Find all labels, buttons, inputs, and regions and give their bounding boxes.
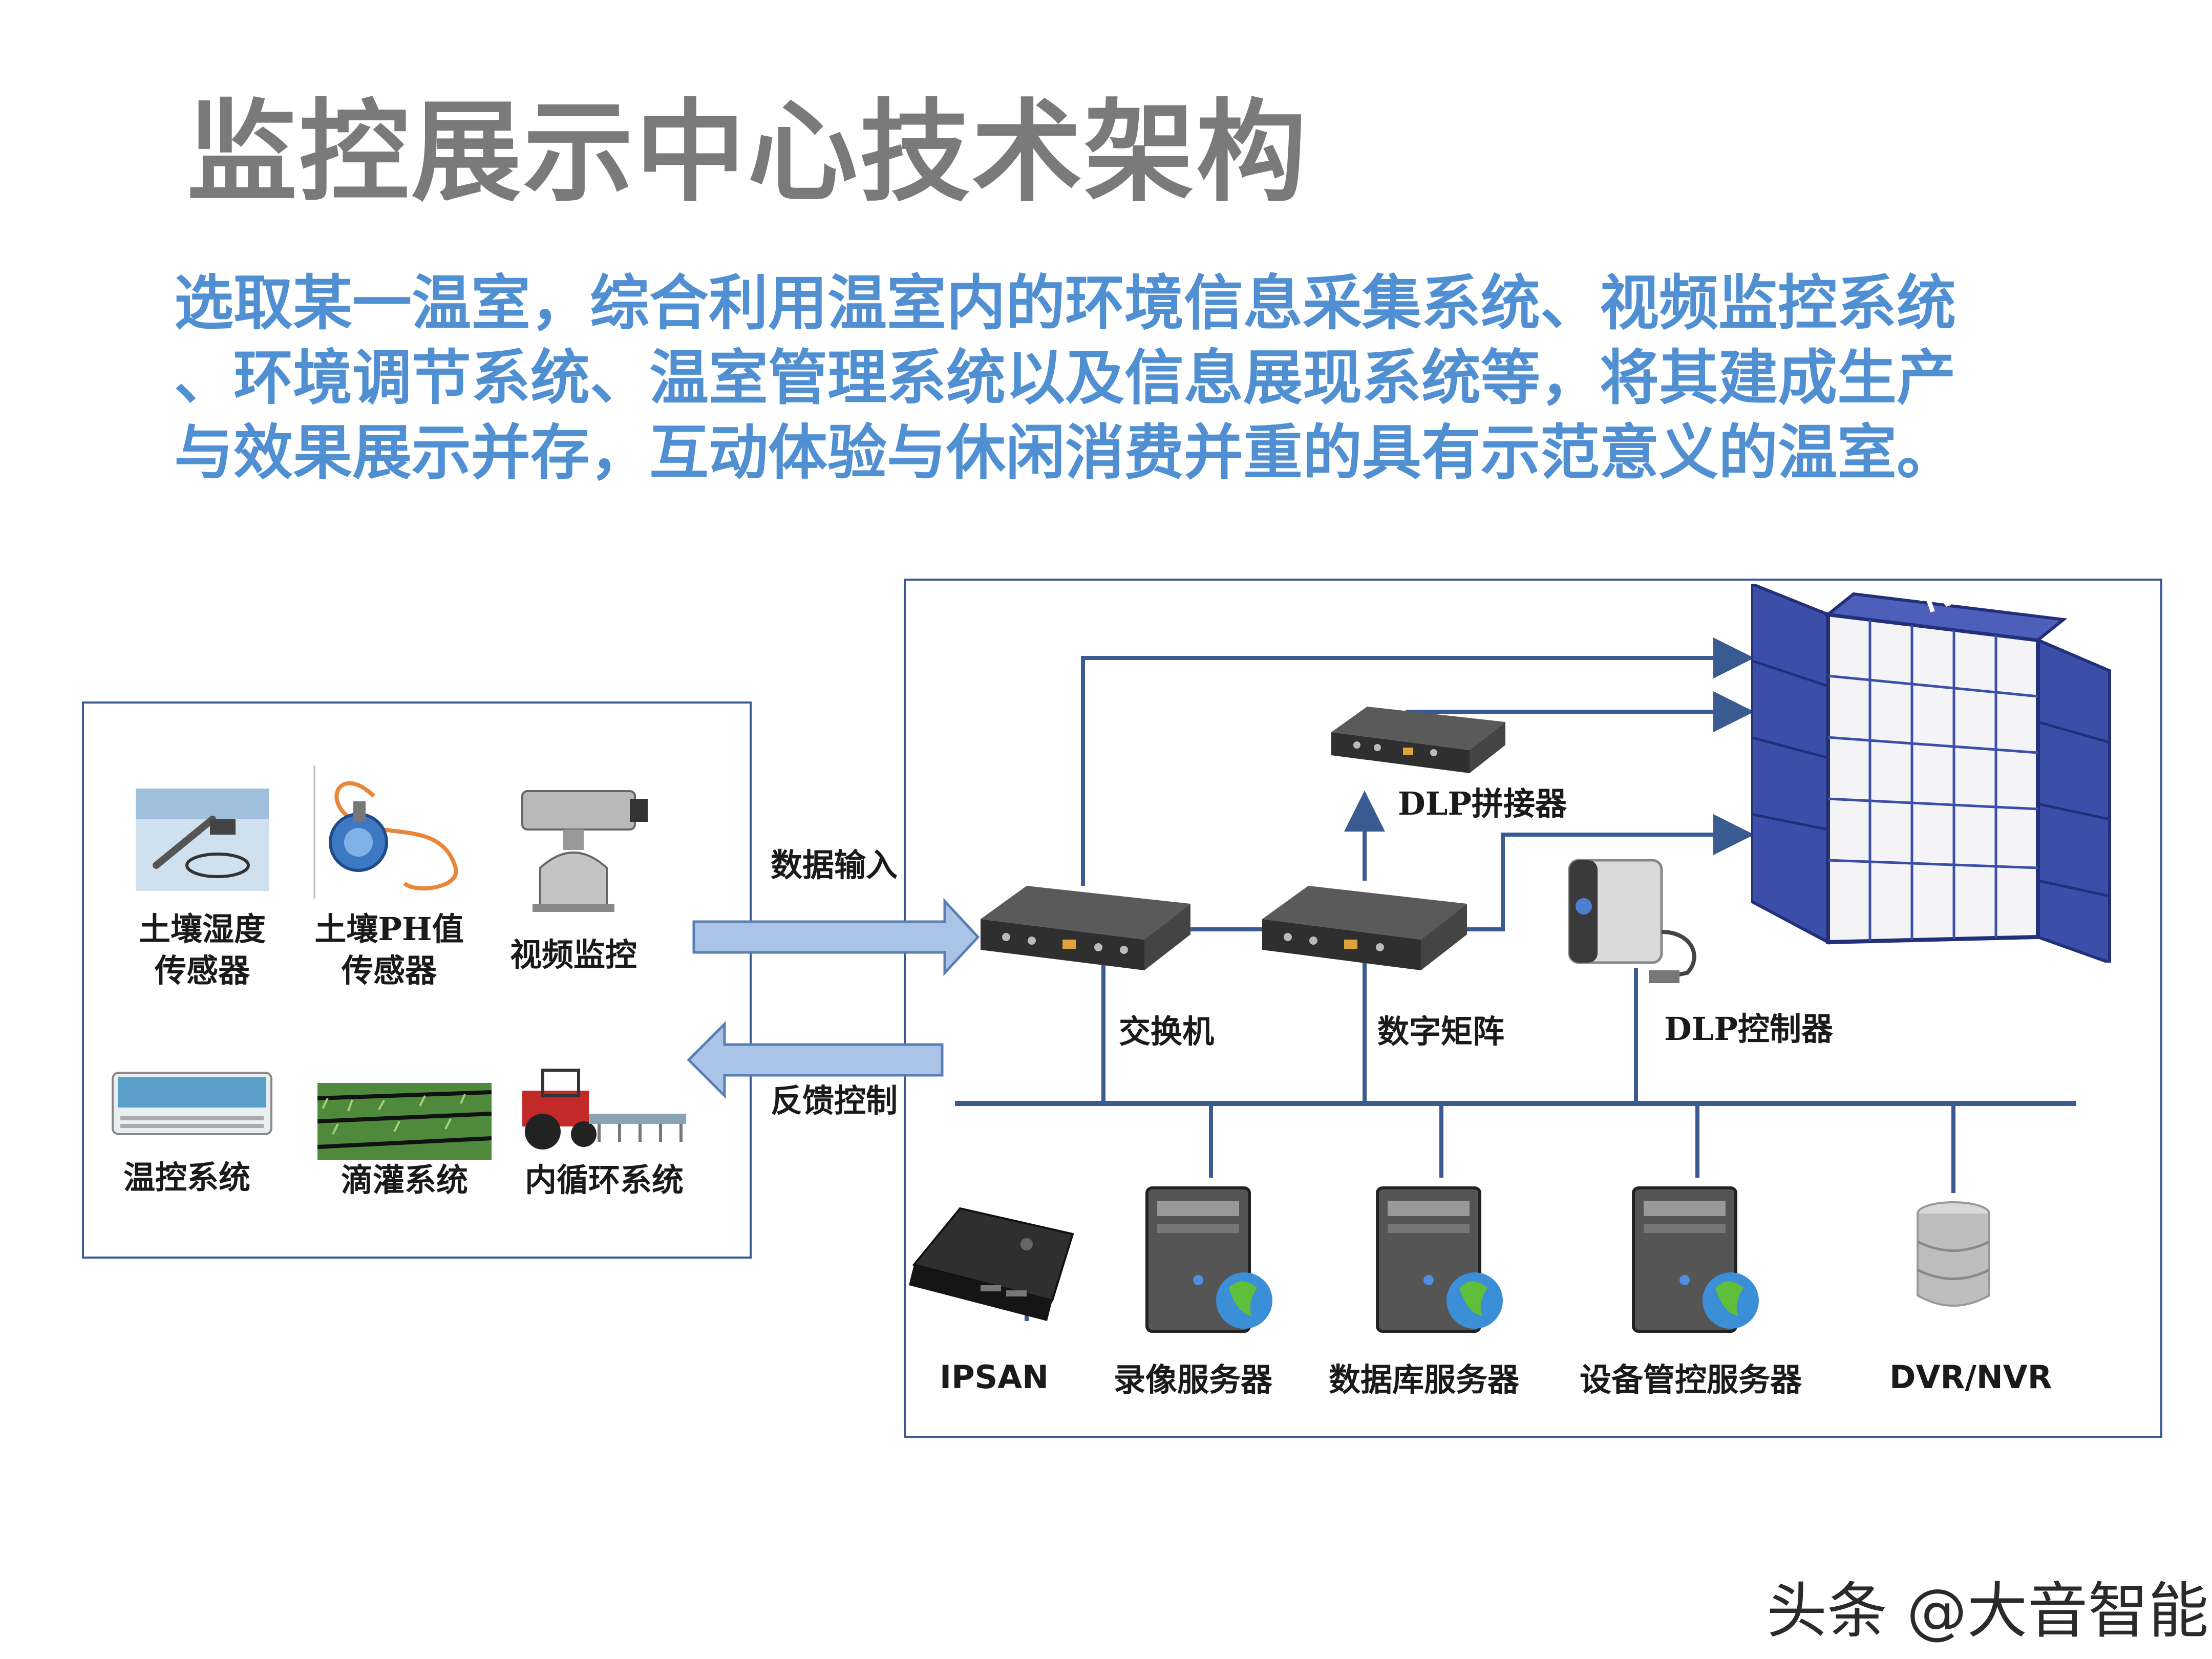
description-line-2: 、环境调节系统、温室管理系统以及信息展现系统等，将其建成生产	[174, 344, 1956, 413]
video-wall-icon: TV	[1751, 584, 2111, 963]
description-line-1: 选取某一温室，综合利用温室内的环境信息采集系统、视频监控系统	[174, 269, 1956, 338]
device-management-server-label: 设备管控服务器	[1580, 1361, 1802, 1398]
recording-server-label: 录像服务器	[1114, 1361, 1273, 1398]
dlp-controller-label: DLP控制器	[1664, 1010, 1833, 1048]
dlp-splicer-label: DLP拼接器	[1398, 785, 1567, 822]
dvr-nvr-icon	[1917, 1201, 1990, 1307]
dvr-nvr-label: DVR/NVR	[1889, 1358, 2052, 1396]
drip-irrigation-label: 滴灌系统	[341, 1161, 468, 1199]
dlp-controller-icon	[1568, 859, 1696, 983]
feedback-arrow	[687, 1020, 944, 1099]
soil-moisture-label: 土壤湿度 传感器	[138, 910, 266, 989]
temperature-control-label: 温控系统	[123, 1159, 250, 1196]
soil-ph-sensor-icon	[313, 765, 458, 899]
matrix-label: 数字矩阵	[1377, 1013, 1505, 1050]
tractor-icon	[522, 1069, 686, 1150]
video-camera-icon	[521, 790, 648, 912]
ipsan-label: IPSAN	[940, 1358, 1049, 1396]
page-title: 监控展示中心技术架构	[187, 88, 1308, 217]
soil-moisture-sensor-icon	[136, 789, 269, 891]
data-input-label: 数据输入	[771, 846, 898, 884]
ipsan-icon	[909, 1207, 1074, 1321]
data-input-arrow	[692, 898, 980, 976]
switch-label: 交换机	[1119, 1013, 1215, 1050]
network-switch-icon	[981, 886, 1190, 970]
drip-irrigation-icon	[317, 1083, 492, 1160]
air-conditioner-icon	[112, 1072, 272, 1135]
database-server-icon	[1376, 1186, 1503, 1333]
feedback-control-label: 反馈控制	[771, 1082, 898, 1119]
recording-server-icon	[1145, 1186, 1272, 1333]
description: 选取某一温室，综合利用温室内的环境信息采集系统、视频监控系统 、环境调节系统、温…	[174, 266, 2069, 491]
description-line-3: 与效果展示并存，互动体验与休闲消费并重的具有示范意义的温室。	[174, 418, 1956, 487]
database-server-label: 数据库服务器	[1329, 1361, 1520, 1398]
digital-matrix-icon	[1262, 886, 1467, 970]
device-management-server-icon	[1632, 1186, 1759, 1333]
watermark: 头条 @大音智能	[1767, 1576, 2209, 1646]
soil-ph-label: 土壤PH值 传感器	[314, 910, 464, 989]
video-monitoring-label: 视频监控	[509, 936, 637, 973]
circulation-label: 内循环系统	[524, 1161, 684, 1199]
dlp-splicer-icon	[1331, 707, 1505, 773]
